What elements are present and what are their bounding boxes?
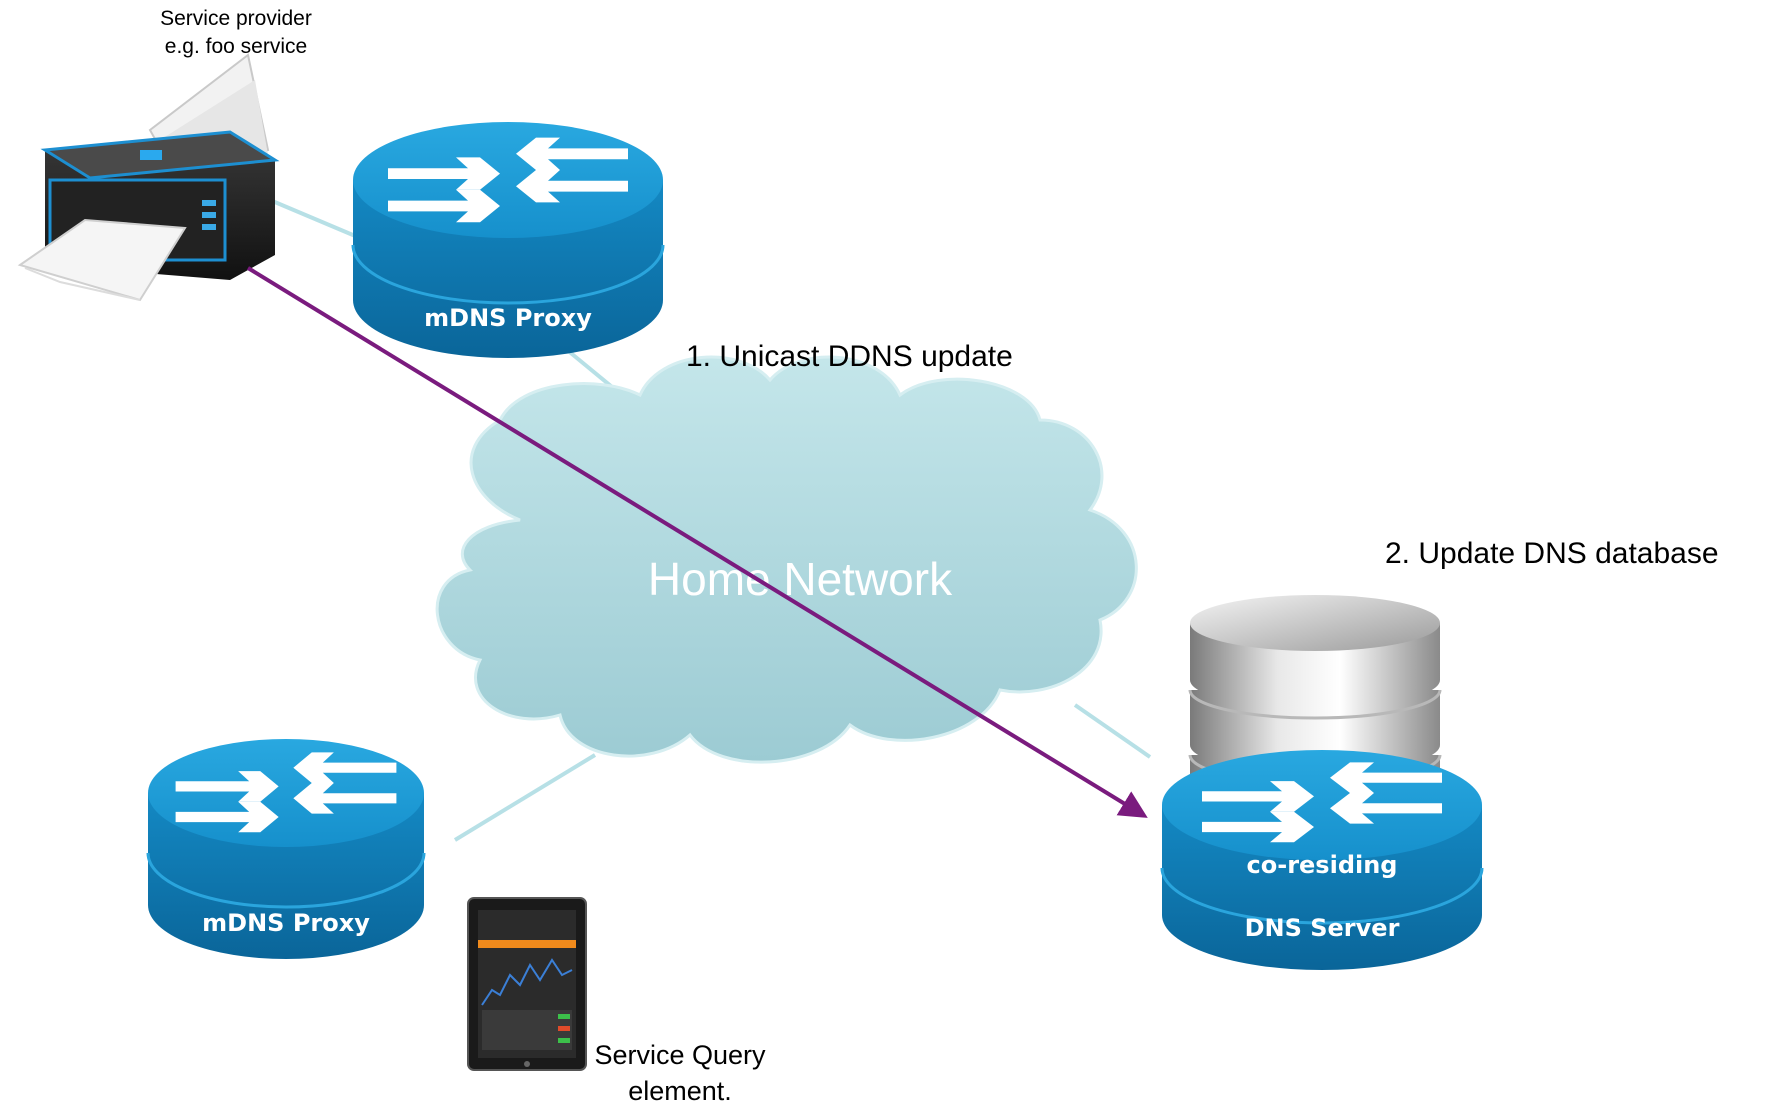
- bottom-router-label: mDNS Proxy: [202, 909, 370, 937]
- link-bottom-router-cloud: [453, 753, 597, 842]
- cloud-label: Home Network: [648, 553, 953, 605]
- ddns-update-arrow: [246, 266, 1148, 818]
- home-network-cloud: Home Network: [435, 355, 1138, 764]
- dns-router-label-line2: DNS Server: [1245, 914, 1400, 942]
- dns-server-router: co-residing DNS Server: [1160, 750, 1484, 970]
- database-icon: [1148, 578, 1442, 808]
- dns-router-label-line1: co-residing: [1247, 851, 1398, 879]
- step2-label: 2. Update DNS database: [1385, 537, 1719, 570]
- link-cloud-dns: [1073, 703, 1152, 759]
- provider-label-line1: Service provider: [160, 7, 312, 30]
- step1-label: 1. Unicast DDNS update: [686, 340, 1013, 373]
- top-router-label: mDNS Proxy: [424, 304, 592, 332]
- top-mdns-proxy-router: mDNS Proxy: [351, 122, 665, 358]
- query-label-line1: Service Query: [594, 1040, 766, 1070]
- query-label-line2: element.: [628, 1076, 732, 1106]
- printer-icon: [17, 53, 280, 302]
- link-printer-router: [269, 198, 361, 240]
- provider-label-line2: e.g. foo service: [165, 35, 307, 58]
- bottom-mdns-proxy-router: mDNS Proxy: [146, 739, 426, 959]
- tablet-icon: [467, 897, 587, 1071]
